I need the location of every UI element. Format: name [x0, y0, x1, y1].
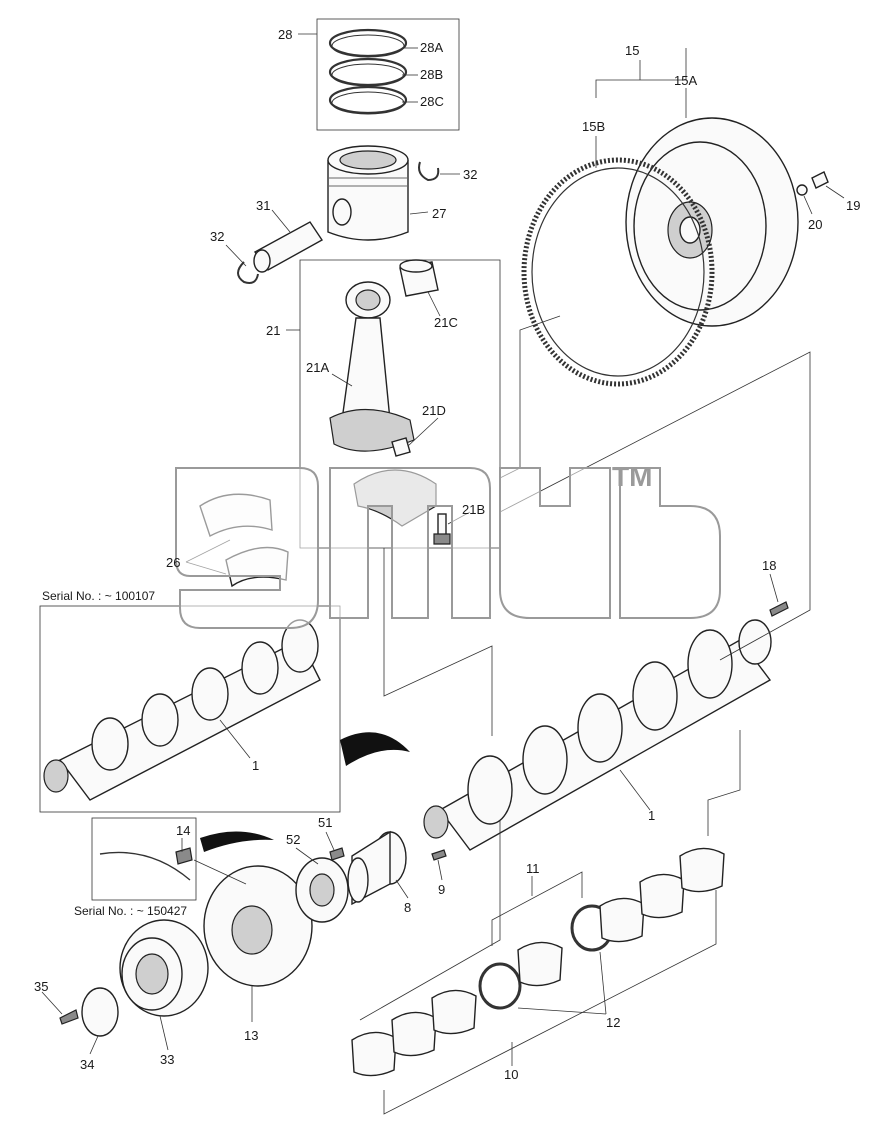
callout-21d: 21D: [422, 403, 446, 418]
crank-pin: [769, 601, 789, 617]
crank-gear: [347, 830, 407, 906]
callout-35: 35: [34, 979, 48, 994]
callout-32-left: 32: [210, 229, 224, 244]
callout-1-inset: 1: [252, 758, 259, 773]
callout-19: 19: [846, 198, 860, 213]
callout-26: 26: [166, 555, 180, 570]
arrow-upper: [340, 732, 410, 766]
callout-14: 14: [176, 823, 190, 838]
conrod-dowel: [391, 437, 411, 457]
callout-8: 8: [404, 900, 411, 915]
callout-labels: 28 28A 28B 28C 32 27 31 32 21 21A 21C 21…: [34, 27, 860, 1082]
callout-12: 12: [606, 1015, 620, 1030]
arrow-lower: [200, 831, 274, 852]
ring-gear: [521, 157, 715, 387]
callout-33: 33: [160, 1052, 174, 1067]
callout-52: 52: [286, 832, 300, 847]
callout-51: 51: [318, 815, 332, 830]
callout-10: 10: [504, 1067, 518, 1082]
crank-pulley: [119, 919, 209, 1017]
callout-15a: 15A: [674, 73, 697, 88]
seal-plate: [295, 857, 349, 923]
woodruff-key: [431, 849, 447, 861]
callout-21a: 21A: [306, 360, 329, 375]
callout-28c: 28C: [420, 94, 444, 109]
callout-34: 34: [80, 1057, 94, 1072]
callout-13: 13: [244, 1028, 258, 1043]
flywheel: [625, 117, 799, 327]
callout-11: 11: [526, 861, 540, 876]
callout-27: 27: [432, 206, 446, 221]
main-bearing-set-upper: [517, 847, 725, 987]
leader-lines: [41, 33, 845, 1115]
snap-ring-right: [418, 161, 440, 182]
connecting-rod: [329, 281, 415, 452]
callout-21c: 21C: [434, 315, 458, 330]
callout-31: 31: [256, 198, 270, 213]
piston: [327, 145, 409, 241]
ring-group-box: [316, 18, 460, 131]
callout-28: 28: [278, 27, 292, 42]
callout-28b: 28B: [420, 67, 443, 82]
snap-ring-left: [237, 261, 259, 284]
flywheel-bolt: [796, 171, 829, 196]
crankshaft-main: [423, 619, 772, 851]
callout-15b: 15B: [582, 119, 605, 134]
callout-20: 20: [808, 217, 822, 232]
serial-label-upper: Serial No. : ~ 100107: [42, 589, 155, 603]
callout-21: 21: [266, 323, 280, 338]
seal-bolt: [329, 847, 345, 861]
conrod-bolt: [433, 513, 451, 545]
callout-9: 9: [438, 882, 445, 897]
callout-21b: 21B: [462, 502, 485, 517]
callout-1-main: 1: [648, 808, 655, 823]
vibration-damper: [203, 865, 313, 987]
callout-18: 18: [762, 558, 776, 573]
damper-inset: [99, 847, 193, 881]
main-bearing-set-lower: [351, 989, 477, 1077]
serial-label-lower: Serial No. : ~ 150427: [74, 904, 187, 918]
serial-inset-damper-box: [91, 817, 197, 901]
piston-rings: [328, 28, 408, 115]
pulley-washer: [81, 987, 119, 1037]
callout-28a: 28A: [420, 40, 443, 55]
piston-pin: [253, 221, 324, 273]
small-end-bushing: [399, 259, 439, 297]
crankshaft-inset: [43, 619, 321, 801]
pulley-bolt: [59, 1009, 79, 1025]
callout-32-right: 32: [463, 167, 477, 182]
trademark-mark: TM: [612, 461, 652, 492]
callout-15: 15: [625, 43, 639, 58]
watermark: TM: [175, 461, 721, 629]
